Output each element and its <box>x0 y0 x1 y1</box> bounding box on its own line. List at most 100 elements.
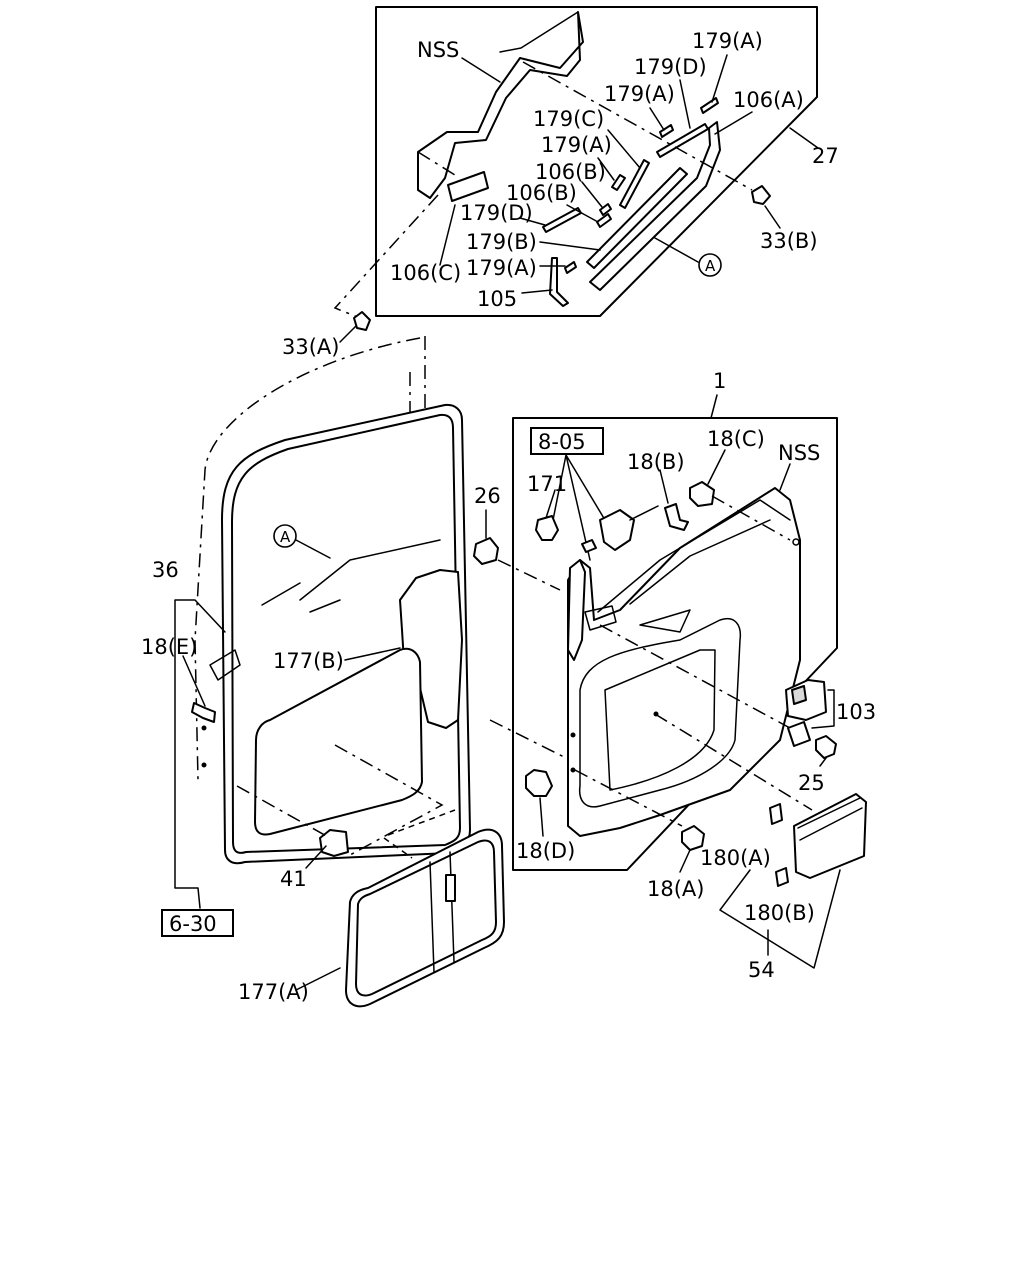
label-8-05: 8-05 <box>538 430 586 454</box>
label-179d-2: 179(D) <box>460 201 533 225</box>
trim-panel-group: 1 8-05 <box>512 369 838 901</box>
leader-179b <box>539 241 601 251</box>
leader-18a <box>679 849 691 873</box>
leader-106a <box>714 111 753 135</box>
strip-179c <box>619 159 650 209</box>
clip-33a <box>353 311 371 331</box>
label-nss-mid: NSS <box>778 441 820 465</box>
door-window-line-3 <box>261 582 301 606</box>
bracket-105 <box>549 257 569 307</box>
strip-106b-2 <box>596 213 612 228</box>
guide-trim-18a <box>574 769 683 827</box>
clip-18a <box>681 825 705 851</box>
switch-plate-103 <box>787 721 811 747</box>
leader-171 <box>545 489 556 519</box>
guide-door-3 <box>489 719 571 761</box>
clip-33b <box>751 185 771 205</box>
callout-circle-a-top <box>698 253 722 277</box>
leader-41 <box>305 845 327 869</box>
door-assembly: A 36 18(E) 177(B) 41 6-30 <box>141 336 571 937</box>
switch-103-button <box>791 685 807 705</box>
label-177a: 177(A) <box>238 980 309 1004</box>
leader-179d-2 <box>519 217 546 226</box>
screw-25 <box>815 735 837 759</box>
sliding-glass-group: 177(A) <box>238 828 505 1008</box>
guide-26 <box>497 559 561 591</box>
label-6-30: 6-30 <box>169 912 217 936</box>
leader-nss-mid <box>779 463 791 491</box>
trim-armrest-lower <box>629 519 771 605</box>
label-106c: 106(C) <box>390 261 461 285</box>
ref-box-8-05 <box>530 427 604 455</box>
strip-179a-4 <box>564 261 577 274</box>
trim-lower-pocket <box>578 618 742 808</box>
leader-179a-3 <box>597 157 615 181</box>
trim-hole-4 <box>792 538 800 546</box>
bracket-18b <box>664 503 689 531</box>
glass-run-lower <box>586 167 688 269</box>
label-179a-3: 179(A) <box>541 133 612 157</box>
label-41: 41 <box>280 867 307 891</box>
label-179b: 179(B) <box>466 230 537 254</box>
label-18e: 18(E) <box>141 635 197 659</box>
sliding-glass-divider <box>429 851 455 973</box>
door-pocket-54-rim <box>797 797 863 841</box>
trim-switch-bezel <box>584 605 617 631</box>
door-lower-opening <box>254 647 423 836</box>
clip-18c <box>689 481 715 507</box>
label-106b-1: 106(B) <box>535 160 606 184</box>
strip-179d-2 <box>542 207 582 233</box>
strip-179a-3 <box>611 174 626 191</box>
callout-a-door-text: A <box>280 528 291 546</box>
label-103: 103 <box>836 700 876 724</box>
leader-106b-1 <box>581 181 603 208</box>
strip-179d-1 <box>656 123 709 158</box>
leader-177a <box>295 967 341 991</box>
guide-top-3 <box>333 194 439 319</box>
sliding-glass-177a <box>345 828 505 1008</box>
door-weatherstrip-inner <box>231 413 461 854</box>
leader-1 <box>710 394 718 419</box>
label-18a: 18(A) <box>647 877 704 901</box>
leader-106c <box>439 204 456 266</box>
sliding-glass-latch <box>445 874 456 902</box>
guide-trim-103 <box>599 624 791 729</box>
label-179a-4: 179(A) <box>466 256 537 280</box>
block-106c <box>447 171 489 202</box>
door-handle-recess <box>209 649 241 681</box>
door-pocket-54 <box>793 793 867 879</box>
label-26: 26 <box>474 484 501 508</box>
label-33a: 33(A) <box>282 335 339 359</box>
clip-18d <box>525 769 553 797</box>
callout-a-top-text: A <box>705 257 716 275</box>
label-1: 1 <box>713 369 726 393</box>
label-179d-1: 179(D) <box>634 55 707 79</box>
leader-circle-a-door <box>295 539 331 559</box>
guide-top-2 <box>417 151 456 176</box>
leader-18c <box>707 449 726 485</box>
plug-171b <box>581 539 597 553</box>
label-106a: 106(A) <box>733 88 804 112</box>
guide-door-1 <box>236 785 331 839</box>
guide-door-2 <box>334 744 444 856</box>
leader-106b-2 <box>566 204 599 223</box>
trim-door-edge-strip <box>567 559 586 661</box>
door-hole-2 <box>201 762 207 768</box>
door-trim-panel <box>567 487 801 837</box>
cap-171 <box>535 515 559 541</box>
label-106b-2: 106(B) <box>506 181 577 205</box>
leader-179a-1 <box>711 54 728 103</box>
clip-33a-group: 33(A) <box>282 311 371 359</box>
leader-18e <box>182 655 206 707</box>
label-180a: 180(A) <box>700 846 771 870</box>
leader-nss-top <box>461 57 501 83</box>
clip-26 <box>473 537 499 565</box>
guide-trim-180 <box>654 713 813 811</box>
guide-door-4 <box>383 809 456 859</box>
label-105: 105 <box>477 287 517 311</box>
label-180b: 180(B) <box>744 901 815 925</box>
label-27: 27 <box>812 144 839 168</box>
label-18d: 18(D) <box>516 839 575 863</box>
label-171: 171 <box>527 472 567 496</box>
